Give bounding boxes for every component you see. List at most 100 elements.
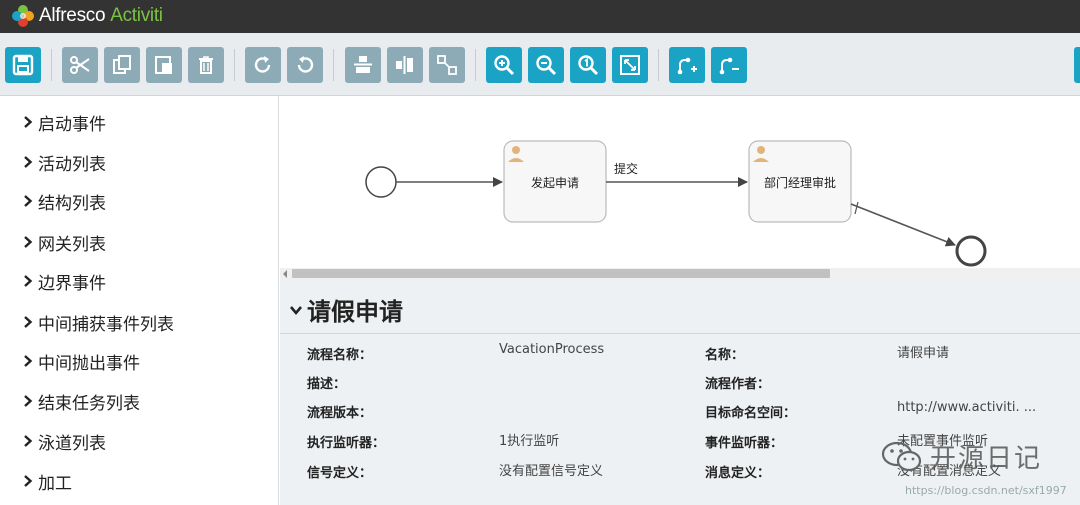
sidebar-item-structural[interactable]: 结构列表 [22, 189, 106, 214]
save-button[interactable] [5, 47, 41, 83]
remove-bendpoint-button[interactable] [711, 47, 747, 83]
sidebar-item-label: 结构列表 [38, 193, 106, 214]
sidebar-item-throw-events[interactable]: 中间抛出事件 [22, 349, 140, 374]
zoom-out-button[interactable] [528, 47, 564, 83]
property-label: 消息定义： [705, 466, 771, 481]
undo-icon [297, 56, 314, 73]
user-task-submit[interactable]: 发起申请 [503, 140, 607, 223]
zoom-in-icon [494, 55, 515, 76]
chevron-right-icon [24, 435, 33, 447]
chevron-right-icon [24, 195, 33, 207]
property-label: 执行监听器： [307, 436, 386, 451]
sidebar-item-label: 边界事件 [38, 273, 106, 294]
paste-button[interactable] [146, 47, 182, 83]
default-flow-marker [854, 201, 859, 215]
undo-button[interactable] [287, 47, 323, 83]
properties-panel: 请假申请 流程名称： VacationProcess 名称： 请假申请 描述： … [280, 280, 1080, 505]
process-canvas[interactable]: 发起申请 提交 部门经理审批 [280, 96, 1080, 268]
scissors-icon [70, 56, 90, 74]
chevron-right-icon [24, 355, 33, 367]
cut-button[interactable] [62, 47, 98, 83]
chevron-right-icon [24, 116, 33, 128]
sidebar-item-activities[interactable]: 活动列表 [22, 150, 106, 175]
chevron-right-icon [24, 316, 33, 328]
user-icon [508, 146, 524, 162]
add-bendpoint-button[interactable] [669, 47, 705, 83]
property-label: 描述： [307, 377, 347, 392]
sidebar-item-label: 网关列表 [38, 234, 106, 255]
redo-button[interactable] [245, 47, 281, 83]
property-value[interactable]: 没有配置消息定义 [897, 464, 1002, 479]
sidebar-item-label: 启动事件 [38, 114, 106, 135]
sequence-flow[interactable] [850, 203, 956, 247]
user-task-manager-approval[interactable]: 部门经理审批 [748, 140, 852, 223]
canvas-horizontal-scrollbar[interactable] [280, 268, 1080, 280]
zoom-fit-button[interactable] [612, 47, 648, 83]
toolbar-separator [333, 49, 334, 81]
trash-icon [199, 56, 213, 74]
toolbar-separator [475, 49, 476, 81]
property-label: 流程作者： [705, 377, 771, 392]
add-bendpoint-icon [677, 57, 697, 75]
property-label: 信号定义： [307, 466, 373, 481]
align-horizontal-icon [354, 56, 372, 73]
sidebar-item-start-events[interactable]: 启动事件 [22, 110, 106, 135]
sidebar-item-label: 中间捕获事件列表 [38, 314, 174, 335]
paste-icon [155, 56, 172, 74]
property-value[interactable]: 未配置事件监听 [897, 434, 989, 449]
watermark-text: 开源日记 [930, 444, 1043, 474]
sidebar-item-catch-events[interactable]: 中间捕获事件列表 [22, 310, 174, 335]
zoom-in-button[interactable] [486, 47, 522, 83]
redo-icon [254, 56, 271, 73]
toolbar [0, 33, 1080, 96]
sidebar-item-end-events[interactable]: 结束任务列表 [22, 389, 140, 414]
property-value[interactable]: http://www.activiti. ... [897, 400, 1037, 415]
resize-icon [437, 55, 457, 75]
sidebar-item-label: 结束任务列表 [38, 393, 140, 414]
scrollbar-thumb[interactable] [292, 269, 830, 278]
remove-bendpoint-icon [719, 57, 739, 75]
copy-button[interactable] [104, 47, 140, 83]
same-size-button[interactable] [429, 47, 465, 83]
end-event[interactable] [955, 235, 987, 267]
delete-button[interactable] [188, 47, 224, 83]
user-icon [753, 146, 769, 162]
property-value[interactable]: VacationProcess [499, 342, 605, 357]
property-value[interactable]: 没有配置信号定义 [499, 464, 604, 479]
properties-title: 请假申请 [307, 298, 403, 326]
overflow-button[interactable] [1074, 47, 1080, 83]
wechat-icon [881, 441, 922, 471]
zoom-actual-icon [578, 55, 599, 76]
sidebar-item-boundary-events[interactable]: 边界事件 [22, 269, 106, 294]
align-horizontal-button[interactable] [345, 47, 381, 83]
property-label: 名称： [705, 348, 745, 363]
property-label: 事件监听器： [705, 436, 784, 451]
flow-label: 提交 [614, 161, 638, 176]
chevron-right-icon [24, 475, 33, 487]
property-label: 流程名称： [307, 348, 373, 363]
property-label: 目标命名空间： [705, 406, 797, 421]
logo-accent: Activiti [110, 5, 163, 26]
alfresco-flower-icon [12, 5, 34, 27]
chevron-right-icon [24, 156, 33, 168]
start-event[interactable] [365, 166, 397, 198]
properties-header[interactable]: 请假申请 [289, 292, 403, 327]
sidebar-item-label: 中间抛出事件 [38, 353, 140, 374]
align-vertical-button[interactable] [387, 47, 423, 83]
sidebar-item-swimlanes[interactable]: 泳道列表 [22, 429, 106, 454]
divider [280, 333, 1080, 334]
property-value[interactable]: 1执行监听 [499, 434, 560, 449]
property-value[interactable]: 请假申请 [897, 346, 950, 361]
task-label: 发起申请 [531, 175, 579, 190]
property-label: 流程版本： [307, 406, 373, 421]
copy-icon [113, 55, 131, 74]
watermark: 开源日记 [880, 438, 1042, 475]
sidebar-item-gateways[interactable]: 网关列表 [22, 230, 106, 255]
chevron-right-icon [24, 395, 33, 407]
zoom-actual-button[interactable] [570, 47, 606, 83]
scroll-left-arrow-icon[interactable] [283, 270, 287, 278]
watermark-url: https://blog.csdn.net/sxf1997 [905, 484, 1067, 497]
sidebar-item-artifacts[interactable]: 加工 [22, 469, 72, 494]
